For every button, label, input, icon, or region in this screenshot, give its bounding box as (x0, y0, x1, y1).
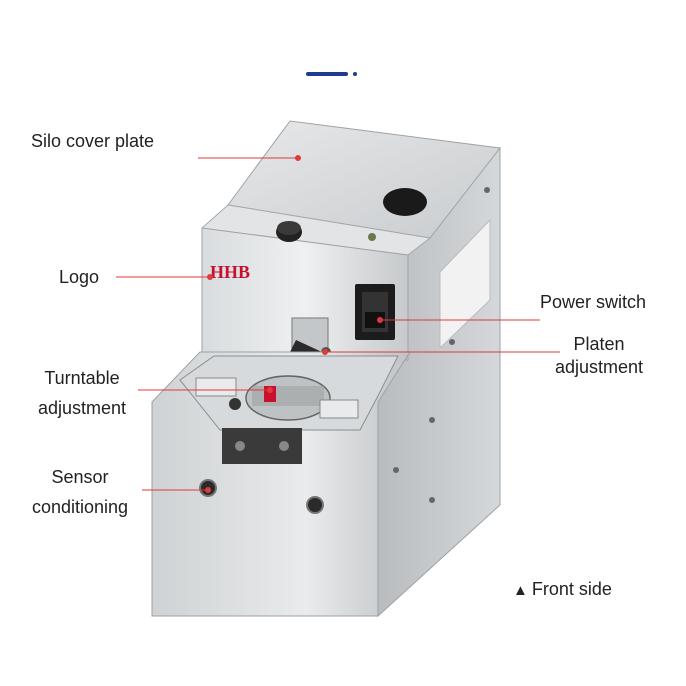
brand-logo: HHB (210, 262, 250, 282)
accent-bar (306, 72, 348, 76)
clamp-block (222, 428, 302, 464)
accent-dot (353, 72, 357, 76)
silo-hole (383, 188, 427, 216)
label-sensor-line2: conditioning (31, 497, 129, 517)
front-side-caption: ▲Front side (513, 579, 612, 600)
label-turntable-line1: Turntable (44, 368, 120, 388)
side-label-sticker (439, 218, 491, 350)
label-logo: Logo (59, 267, 100, 287)
label-platen-line1: Platen (573, 334, 625, 354)
triangle-up-icon: ▲ (513, 582, 528, 599)
front-side-label: Front side (531, 579, 612, 599)
label-silo-cover-plate: Silo cover plate (31, 131, 155, 151)
label-power-switch: Power switch (540, 292, 647, 312)
label-platen-line2: adjustment (554, 357, 644, 377)
label-turntable-line2: adjustment (37, 398, 127, 418)
sensor-knob-right (306, 496, 324, 514)
label-sensor-line1: Sensor (51, 467, 109, 487)
indicator-light (368, 233, 376, 241)
